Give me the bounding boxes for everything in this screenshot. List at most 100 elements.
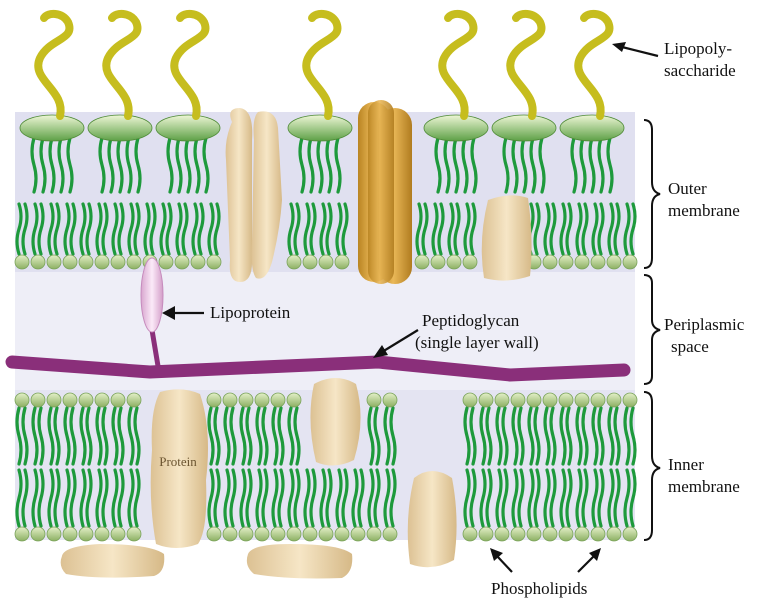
protein-label: Protein	[159, 454, 197, 469]
phospholipid-head	[287, 527, 301, 541]
o-antigen-chain	[38, 14, 69, 116]
peripheral-protein-middle	[247, 544, 352, 579]
phospholipid-head	[351, 527, 365, 541]
phospholipid-head	[79, 255, 93, 269]
phospholipid-head	[79, 393, 93, 407]
label-phospholipids: Phospholipids	[491, 579, 587, 598]
phospholipid-head	[15, 255, 29, 269]
phospholipid-head	[127, 255, 141, 269]
phospholipid-head	[623, 393, 637, 407]
phospholipid-head	[271, 527, 285, 541]
phospholipid-head	[111, 393, 125, 407]
phospholipid-head	[623, 255, 637, 269]
phospholipid-head	[31, 527, 45, 541]
phospholipid-head	[559, 393, 573, 407]
phospholipid-head	[79, 527, 93, 541]
phospholipid-head	[47, 527, 61, 541]
phospholipid-head	[15, 527, 29, 541]
phospholipid-head	[575, 393, 589, 407]
phospholipid-head	[511, 527, 525, 541]
arrow-lps	[612, 42, 658, 56]
label-lipopolysaccharide-2: saccharide	[664, 61, 736, 80]
o-antigen-chain	[442, 14, 473, 116]
phospholipid-head	[383, 527, 397, 541]
phospholipid-head	[511, 393, 525, 407]
arrow-phospholipids-left	[490, 548, 512, 572]
phospholipid-head	[559, 527, 573, 541]
phospholipid-head	[15, 393, 29, 407]
label-peptidoglycan-1: Peptidoglycan	[422, 311, 520, 330]
phospholipid-head	[591, 393, 605, 407]
brace-inner-membrane	[644, 392, 660, 540]
arrow-phospholipids-right	[578, 548, 601, 572]
phospholipid-head	[575, 527, 589, 541]
phospholipid-head	[63, 393, 77, 407]
inner-protein-top	[310, 378, 360, 466]
phospholipid-head	[591, 255, 605, 269]
phospholipid-head	[607, 255, 621, 269]
label-lipoprotein: Lipoprotein	[210, 303, 291, 322]
phospholipid-head	[175, 255, 189, 269]
phospholipid-head	[63, 527, 77, 541]
phospholipid-head	[255, 527, 269, 541]
phospholipid-head	[127, 393, 141, 407]
phospholipid-head	[383, 393, 397, 407]
phospholipid-head	[111, 255, 125, 269]
phospholipid-head	[415, 255, 429, 269]
porin-protein	[358, 100, 412, 284]
phospholipid-head	[255, 393, 269, 407]
o-antigen-chain	[510, 14, 541, 116]
lipid-a	[560, 115, 624, 141]
phospholipid-head	[463, 255, 477, 269]
phospholipid-head	[31, 255, 45, 269]
phospholipid-head	[63, 255, 77, 269]
phospholipid-head	[495, 527, 509, 541]
phospholipid-head	[271, 393, 285, 407]
brace-outer-membrane	[644, 120, 660, 268]
phospholipid-head	[287, 255, 301, 269]
o-antigen-chain	[306, 14, 337, 116]
phospholipid-head	[95, 255, 109, 269]
lipid-a	[88, 115, 152, 141]
label-periplasmic-1: Periplasmic	[664, 315, 745, 334]
phospholipid-head	[111, 527, 125, 541]
phospholipid-head	[575, 255, 589, 269]
phospholipid-head	[127, 527, 141, 541]
outer-membrane-small-protein	[482, 195, 532, 280]
phospholipid-head	[95, 527, 109, 541]
phospholipid-head	[527, 393, 541, 407]
phospholipid-head	[239, 527, 253, 541]
lipid-a	[20, 115, 84, 141]
phospholipid-head	[623, 527, 637, 541]
label-outer-membrane-1: Outer	[668, 179, 707, 198]
phospholipid-head	[207, 393, 221, 407]
phospholipid-head	[223, 393, 237, 407]
phospholipid-head	[367, 527, 381, 541]
phospholipid-head	[159, 255, 173, 269]
phospholipid-head	[319, 255, 333, 269]
label-outer-membrane-2: membrane	[668, 201, 740, 220]
phospholipid-head	[463, 393, 477, 407]
peripheral-protein-left	[61, 544, 165, 578]
label-inner-membrane-2: membrane	[668, 477, 740, 496]
phospholipid-head	[607, 393, 621, 407]
lipid-a	[156, 115, 220, 141]
phospholipid-head	[47, 393, 61, 407]
lipid-a	[288, 115, 352, 141]
phospholipid-head	[479, 393, 493, 407]
phospholipid-head	[207, 527, 221, 541]
phospholipid-head	[607, 527, 621, 541]
phospholipid-head	[303, 527, 317, 541]
phospholipid-head	[367, 393, 381, 407]
region-braces	[644, 120, 660, 540]
phospholipid-head	[207, 255, 221, 269]
o-antigen-chain	[578, 14, 609, 116]
phospholipid-head	[543, 393, 557, 407]
label-lipopolysaccharide-1: Lipopoly-	[664, 39, 732, 58]
phospholipid-head	[319, 527, 333, 541]
label-periplasmic-2: space	[671, 337, 709, 356]
label-inner-membrane-1: Inner	[668, 455, 704, 474]
phospholipid-head	[543, 527, 557, 541]
phospholipid-head	[47, 255, 61, 269]
